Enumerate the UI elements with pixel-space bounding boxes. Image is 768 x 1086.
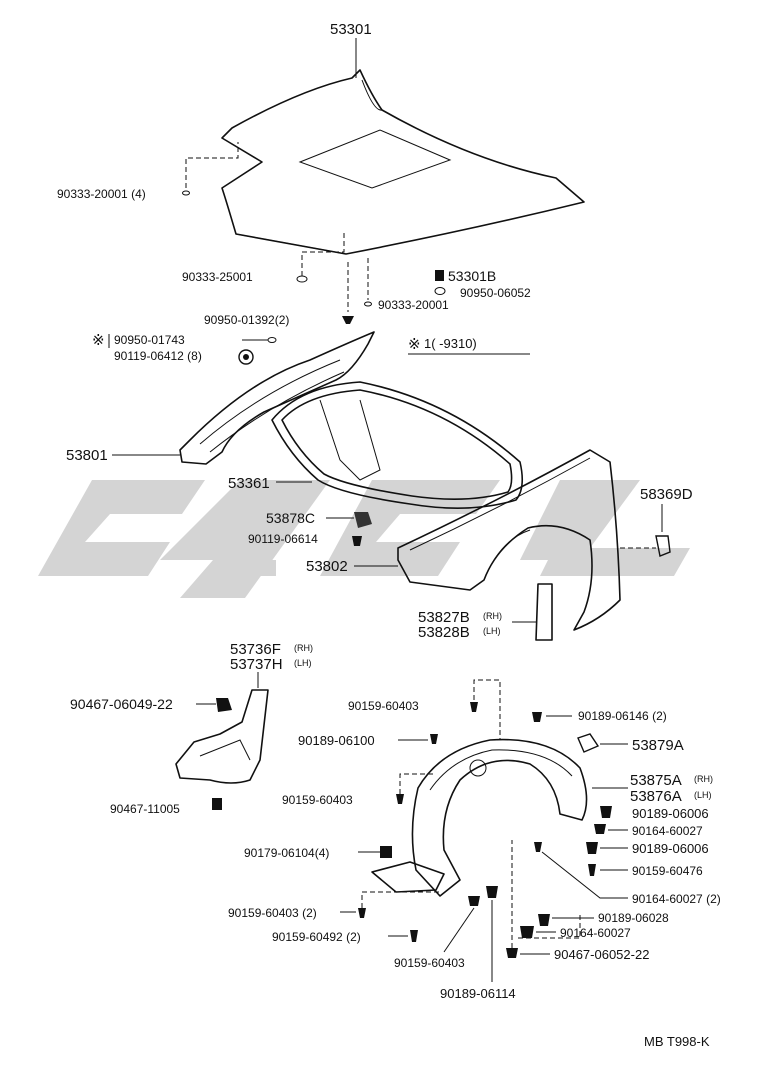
label-90189-06028: 90189-06028 <box>598 911 669 925</box>
label-90164-60027-2: 90164-60027 (2) <box>632 892 721 906</box>
label-53301: 53301 <box>330 21 372 38</box>
label-90950-01392: 90950-01392(2) <box>204 313 289 327</box>
splash-shield-icon <box>535 583 553 641</box>
bolt-icon <box>396 794 404 804</box>
label-90164-60027-a: 90164-60027 <box>632 824 703 838</box>
bolt-icon <box>410 930 418 942</box>
weatherstrip-53361 <box>271 381 524 509</box>
clip-icon <box>506 948 518 958</box>
bolt-icon <box>430 734 438 744</box>
label-90950-01743: 90950-01743 <box>114 333 185 347</box>
bracket-icon <box>577 733 600 753</box>
label-rh-3: (RH) <box>694 774 713 784</box>
label-90189-06100: 90189-06100 <box>298 733 375 748</box>
label-90159-60492: 90159-60492 (2) <box>272 930 361 944</box>
label-90189-06006-a: 90189-06006 <box>632 806 709 821</box>
clip-icon <box>594 824 606 834</box>
footer-code: MB T998-K <box>644 1034 710 1049</box>
fender-left-53801 <box>179 331 375 465</box>
label-lh-2: (LH) <box>294 658 312 668</box>
clip-icon <box>520 926 534 938</box>
label-53801: 53801 <box>66 447 108 464</box>
label-53879A: 53879A <box>632 737 684 754</box>
note-marker-icon: ※ <box>408 336 421 353</box>
bolt-icon <box>470 702 478 712</box>
label-90119-06614: 90119-06614 <box>248 532 318 546</box>
bolt-icon <box>358 908 366 918</box>
bolt-icon <box>468 896 480 906</box>
label-53827B: 53827B <box>418 609 470 626</box>
label-90189-06146: 90189-06146 (2) <box>578 709 667 723</box>
label-90467-06049-22: 90467-06049-22 <box>70 696 173 712</box>
clip-icon <box>342 316 354 324</box>
label-53802: 53802 <box>306 558 348 575</box>
label-lh-1: (LH) <box>483 626 501 636</box>
label-90189-06114: 90189-06114 <box>440 986 516 1001</box>
grommet-icon <box>182 190 190 196</box>
clip-icon <box>538 914 550 926</box>
clip-icon <box>586 842 598 854</box>
grommet-icon <box>296 275 308 283</box>
label-53361: 53361 <box>228 475 270 492</box>
clip-icon <box>216 698 232 712</box>
clip-icon <box>534 842 542 852</box>
label-90179-06104: 90179-06104(4) <box>244 846 329 860</box>
bolt-icon <box>238 349 254 365</box>
bracket-icon <box>655 535 671 557</box>
label-90467-06052-22: 90467-06052-22 <box>554 947 649 962</box>
bolt-icon <box>588 864 596 876</box>
fender-right-53802 <box>397 449 621 631</box>
label-90333-20001: 90333-20001 <box>378 298 449 312</box>
washer-icon <box>434 287 446 295</box>
label-90467-11005: 90467-11005 <box>110 802 180 816</box>
note-marker-icon: ※ <box>92 332 105 349</box>
label-90119-06412: 90119-06412 (8) <box>114 349 202 363</box>
label-53878C: 53878C <box>266 510 315 526</box>
bolt-icon <box>486 886 498 898</box>
watermark-logo <box>38 480 690 598</box>
clip-icon <box>380 846 392 858</box>
trunk-lid-53301 <box>221 69 585 255</box>
label-90333-25001: 90333-25001 <box>182 270 253 284</box>
bumper-cushion-icon <box>435 270 444 281</box>
bracket-icon <box>354 512 372 528</box>
clip-icon <box>600 806 612 818</box>
label-90159-60403-c: 90159-60403 <box>394 956 465 970</box>
label-53876A: 53876A <box>630 788 682 805</box>
label-rh-2: (RH) <box>294 643 313 653</box>
label-90159-60476: 90159-60476 <box>632 864 703 878</box>
bolt-icon <box>352 536 362 546</box>
label-58369D: 58369D <box>640 486 693 503</box>
label-note-range: 1( -9310) <box>424 336 477 351</box>
label-53301B: 53301B <box>448 268 496 284</box>
clip-icon <box>212 798 222 810</box>
grommet-icon <box>267 337 277 343</box>
label-53737H: 53737H <box>230 656 283 673</box>
label-53875A: 53875A <box>630 772 682 789</box>
liner-left-53736F <box>175 689 269 784</box>
bolt-icon <box>532 712 542 722</box>
label-rh-1: (RH) <box>483 611 502 621</box>
label-90333-20001-4: 90333-20001 (4) <box>57 187 146 201</box>
label-90159-60403-a: 90159-60403 <box>348 699 419 713</box>
label-53828B: 53828B <box>418 624 470 641</box>
label-53736F: 53736F <box>230 641 281 658</box>
label-90164-60027-b: 90164-60027 <box>560 926 631 940</box>
grommet-icon <box>364 301 372 307</box>
label-90159-60403-b: 90159-60403 <box>282 793 353 807</box>
label-90950-06052: 90950-06052 <box>460 286 531 300</box>
label-lh-3: (LH) <box>694 790 712 800</box>
liner-right-53875A <box>371 738 588 897</box>
label-90189-06006-b: 90189-06006 <box>632 841 709 856</box>
label-90159-60403-2: 90159-60403 (2) <box>228 906 317 920</box>
